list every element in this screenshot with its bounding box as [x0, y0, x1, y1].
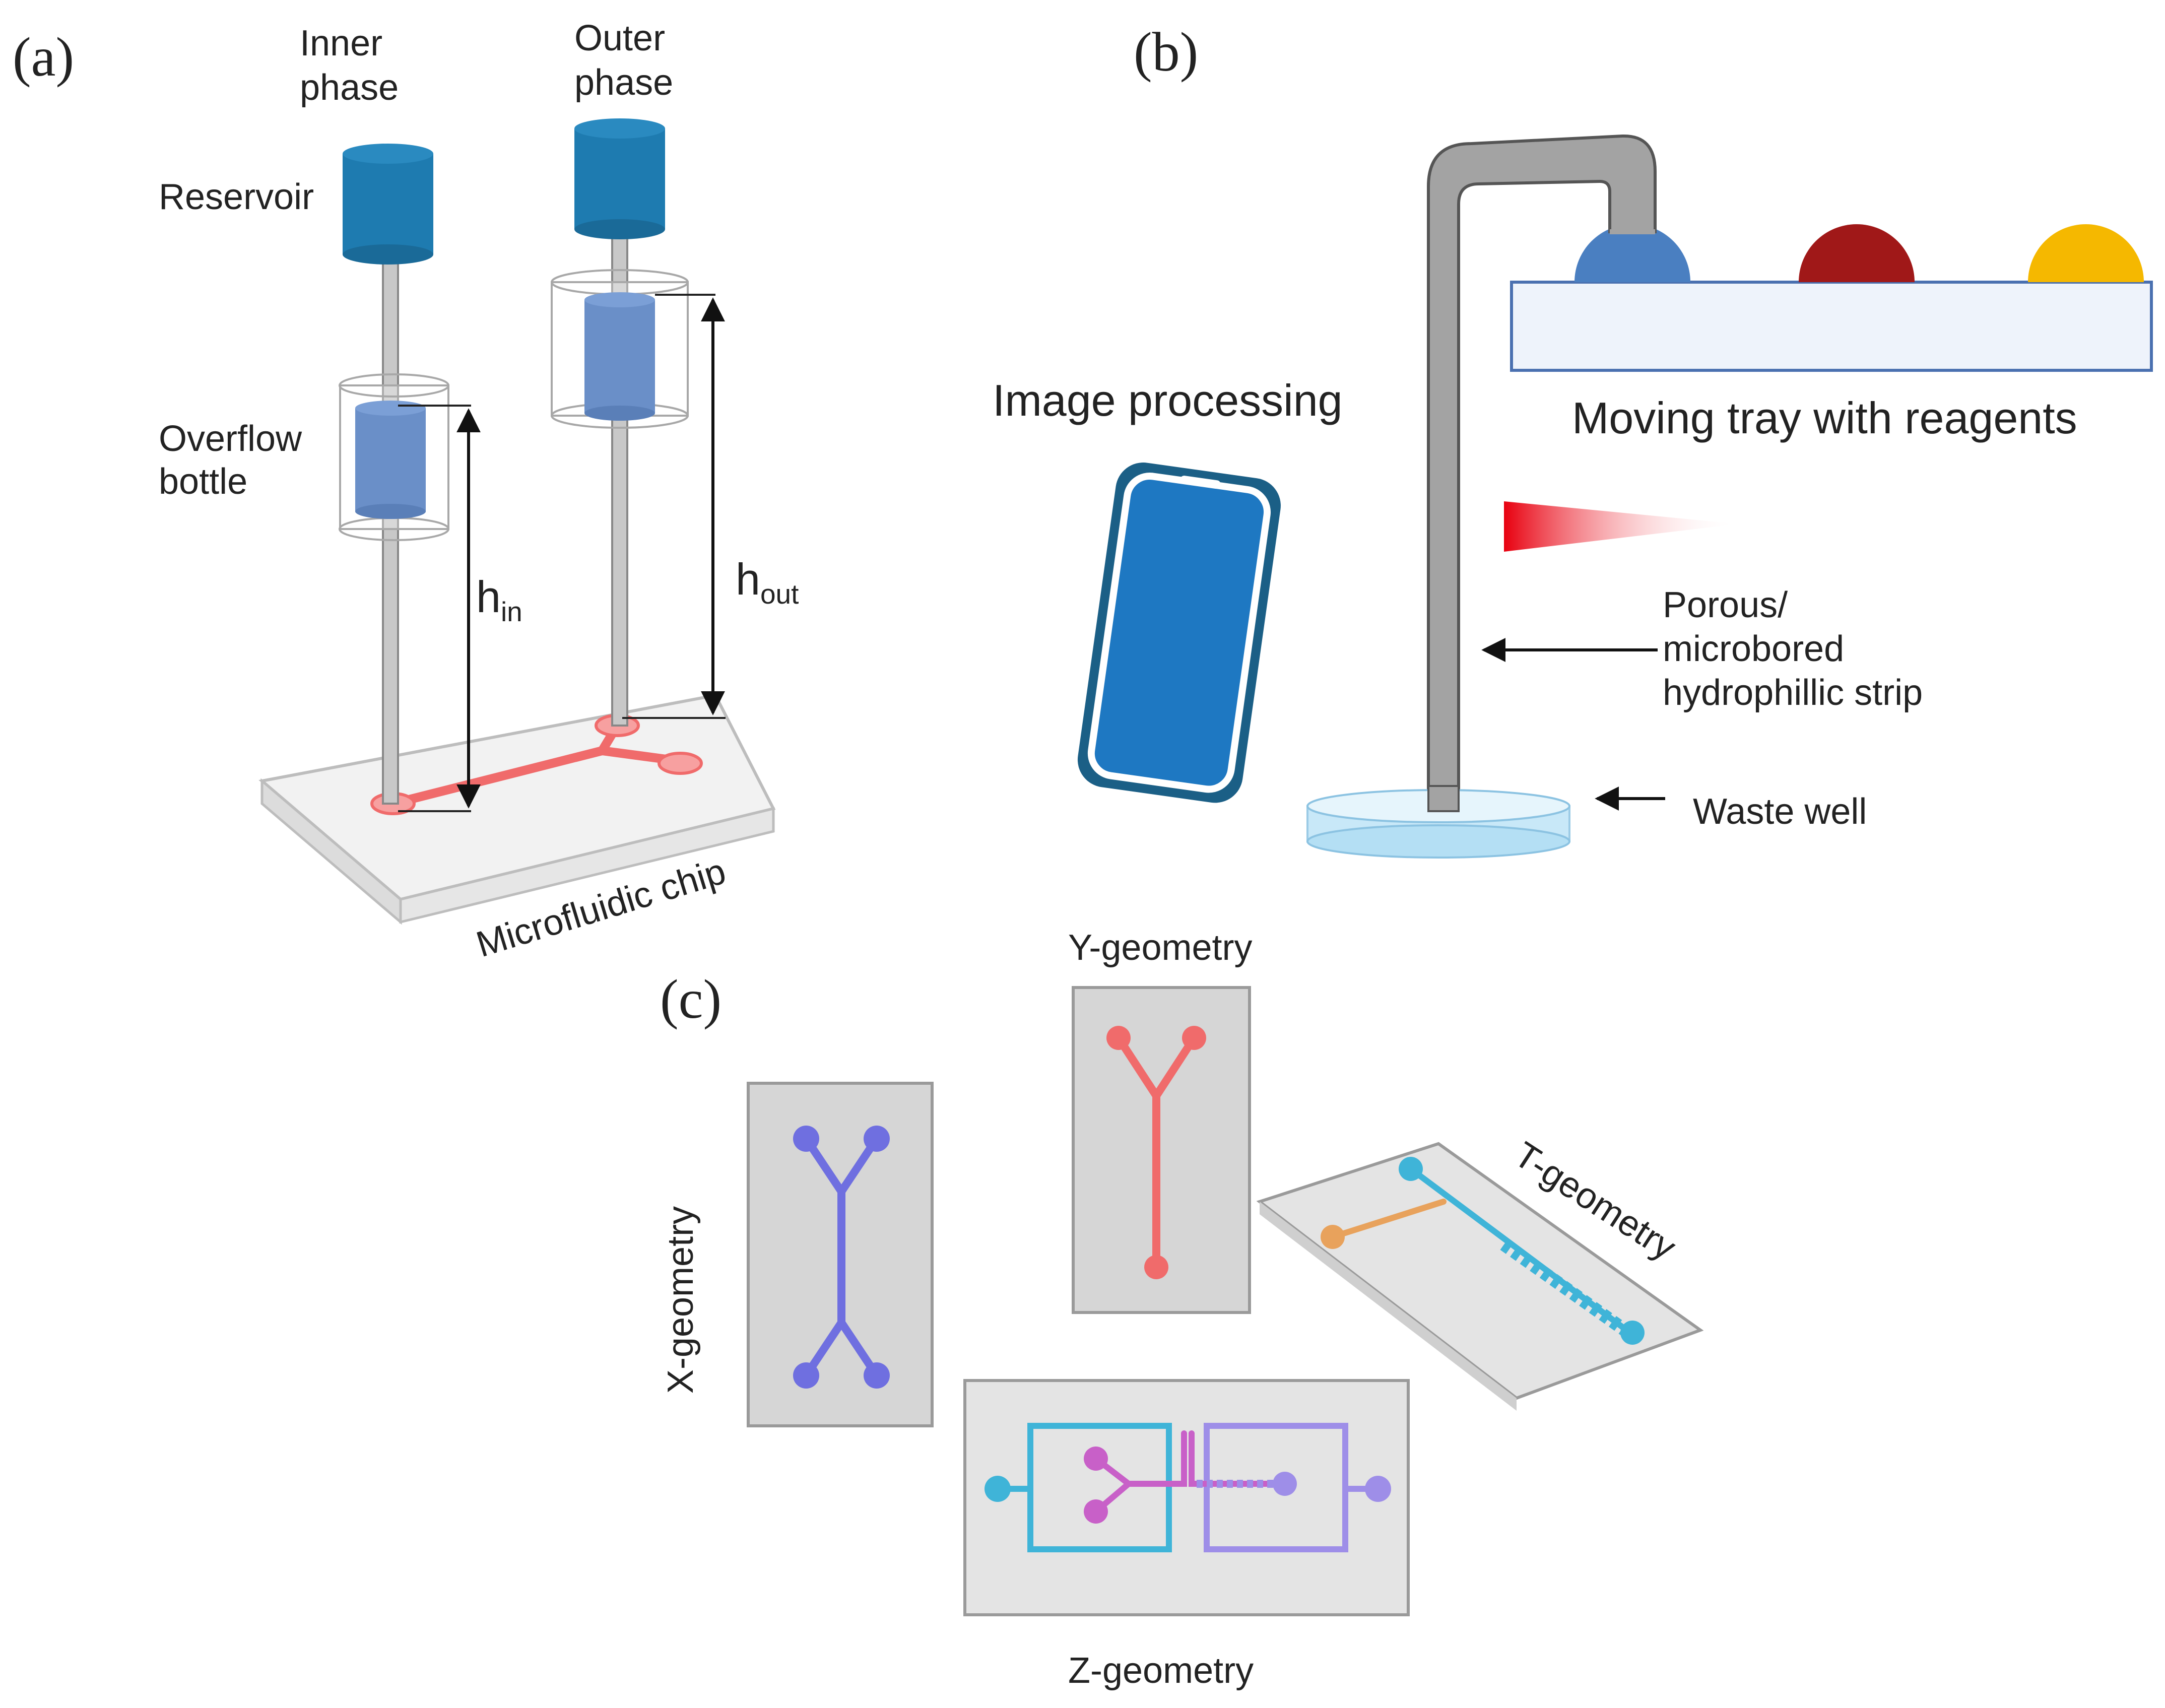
y-geometry-chip	[1072, 986, 1251, 1314]
overflow-bottle-label-line1: Overflow	[159, 419, 302, 459]
panel-b: (b) Image processing Moving tray with re…	[993, 21, 2153, 859]
inner-phase-column	[339, 144, 449, 805]
waste-well	[1306, 785, 1570, 859]
reagent-tray	[1510, 224, 2153, 372]
h-out-dimension	[622, 294, 726, 719]
z-geometry-label: Z-geometry	[1068, 1651, 1254, 1691]
reagent-yellow	[2028, 224, 2144, 282]
x-geometry-label: X-geometry	[661, 1206, 701, 1394]
inner-phase-label-line1: Inner	[300, 23, 382, 63]
reagent-red	[1799, 224, 1915, 282]
reservoir-label: Reservoir	[159, 177, 314, 217]
outer-phase-column	[551, 118, 689, 727]
h-out-label: hout	[736, 554, 799, 610]
reagent-blue	[1574, 224, 1690, 282]
moving-tray-label: Moving tray with reagents	[1572, 393, 2077, 443]
strip-label-line3: hydrophillic strip	[1663, 673, 1923, 713]
light-beam	[1504, 501, 1738, 552]
z-geometry-chip	[963, 1379, 1410, 1616]
outer-phase-label-line2: phase	[574, 62, 673, 103]
h-in-label: hin	[476, 572, 522, 627]
waste-well-label: Waste well	[1693, 792, 1867, 832]
strip-label-line1: Porous/	[1663, 585, 1788, 625]
panel-b-tag: (b)	[1134, 21, 1198, 83]
t-geometry-chip	[1256, 1142, 1704, 1411]
x-geometry-chip	[747, 1082, 934, 1427]
outer-phase-label-line1: Outer	[574, 18, 665, 58]
smartphone-icon	[1077, 463, 1281, 803]
panel-c: (c) Y-geometry X-geometry T-geometry Z-g…	[660, 928, 1704, 1691]
strip-label-line2: microbored	[1663, 629, 1844, 669]
image-processing-label: Image processing	[993, 375, 1343, 425]
hydrophilic-strip	[1427, 134, 1657, 805]
panel-a: (a) Inner phase Outer phase Reservoir Ov…	[13, 18, 799, 965]
panel-c-tag: (c)	[660, 968, 721, 1030]
y-geometry-label: Y-geometry	[1068, 928, 1253, 968]
h-in-dimension	[398, 405, 481, 812]
overflow-bottle-label-line2: bottle	[159, 462, 247, 502]
panel-a-tag: (a)	[13, 26, 74, 88]
inner-phase-label-line2: phase	[300, 68, 399, 108]
